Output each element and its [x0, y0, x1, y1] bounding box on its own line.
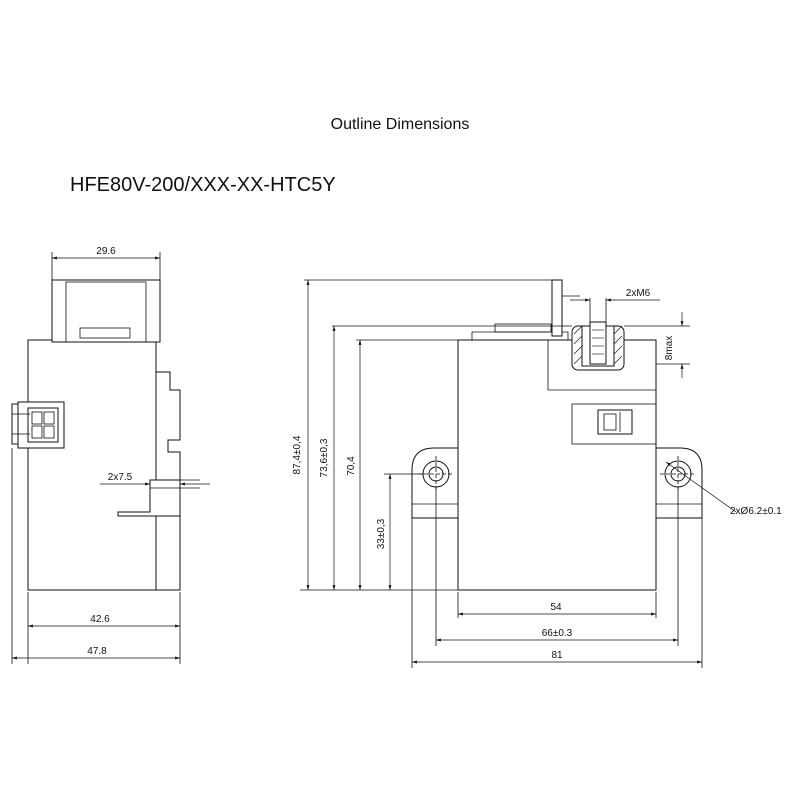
dim-thread: 2xM6 [626, 288, 651, 299]
terminal-post [551, 279, 563, 337]
threaded-insert [571, 321, 625, 371]
page-title: Outline Dimensions [330, 116, 470, 133]
dim-hole-diameter: 2xØ6.2±0.1 [730, 506, 782, 517]
dim-height-73: 73,6±0,3 [319, 438, 330, 477]
dim-front-total-width: 81 [551, 650, 563, 661]
front-view: 2xM6 8max 87,4±0,4 73,6±0,3 70,4 33±0,3 … [292, 279, 782, 668]
dim-total-height: 87,4±0,4 [292, 435, 303, 474]
dim-front-body-width: 54 [550, 602, 562, 613]
side-connector [11, 401, 65, 449]
side-top-block [51, 279, 161, 343]
side-flange [117, 479, 181, 517]
dim-height-70: 70,4 [346, 456, 357, 476]
dim-side-top-width: 29.6 [96, 246, 116, 257]
side-body [27, 339, 157, 591]
dim-hole-spacing: 66±0.3 [542, 628, 573, 639]
mounting-hole-right [660, 456, 696, 492]
dim-side-slot: 2x7.5 [108, 472, 133, 483]
side-view: 29.6 2x7.5 42.6 47.8 [11, 246, 210, 664]
dim-side-body-width: 42.6 [90, 614, 110, 625]
dim-side-total-width: 47.8 [87, 646, 107, 657]
dim-hole-height: 33±0,3 [376, 518, 387, 549]
model-number: HFE80V-200/XXX-XX-HTC5Y [70, 174, 336, 196]
front-body [457, 339, 657, 591]
dim-terminal-height: 8max [664, 336, 675, 360]
